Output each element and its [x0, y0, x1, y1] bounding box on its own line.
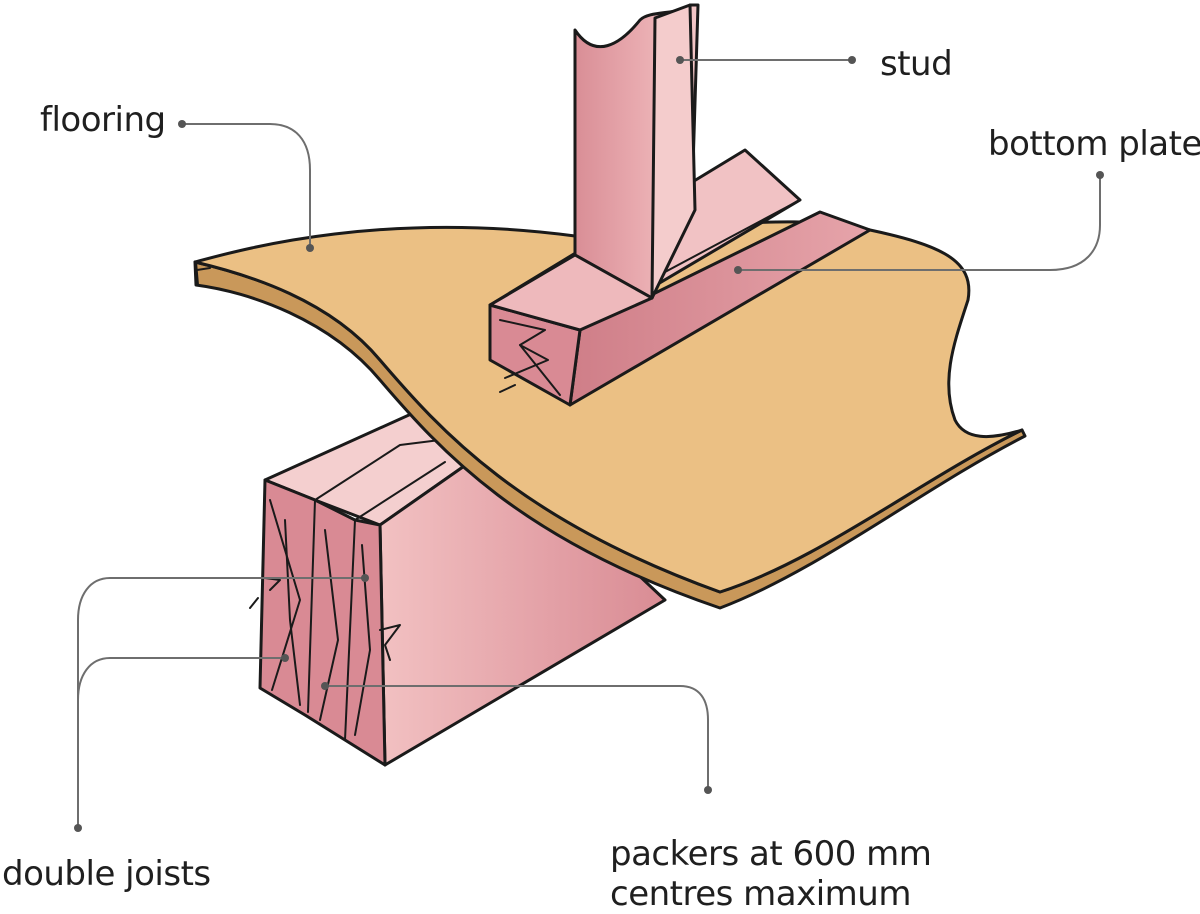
stud-label: stud [880, 44, 953, 84]
joist-end-face [258, 478, 387, 767]
double-joists-label: double joists [2, 854, 211, 894]
stud-side [650, 3, 697, 300]
packers-label: packers at 600 mm centres maximum [610, 834, 932, 914]
flooring-label: flooring [40, 100, 166, 140]
packers-label-line2: centres maximum [610, 874, 911, 914]
leader-lines [74, 56, 1104, 832]
bottom-plate-label: bottom plate [988, 124, 1200, 164]
packers-label-line1: packers at 600 mm [610, 834, 932, 874]
stud [488, 3, 700, 332]
